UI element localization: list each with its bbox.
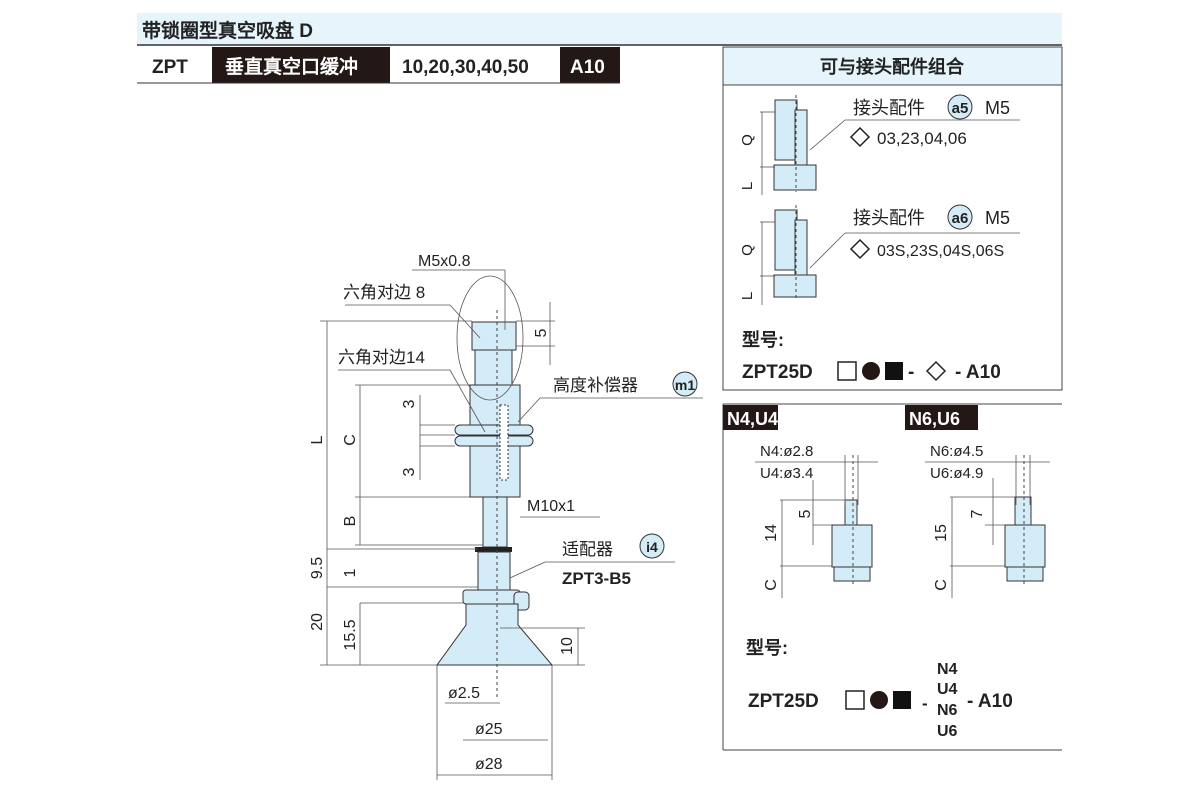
option-u6: U6 (937, 723, 958, 740)
stroke-options: 10,20,30,40,50 (402, 57, 529, 78)
dim-3-upper: 3 (401, 399, 418, 408)
fittings-panel: 可与接头配件组合 Q L 接头配件 a5 M5 03,23,04,06 Q L (722, 46, 1063, 391)
u6-diameter: U6:ø4.9 (930, 465, 983, 482)
tag-n4-u4: N4,U4 (727, 409, 778, 429)
dim-L: L (309, 435, 326, 444)
filled-square-icon (885, 362, 903, 380)
i4-badge: i4 (646, 539, 658, 555)
barb-panel: N4,U4 N6,U6 N4:ø2.8 U4:ø3.4 14 5 C (722, 403, 1062, 751)
main-cup-drawing: M5x0.8 六角对边 8 六角对边14 高度补偿器 m1 M10x1 适配器 … (309, 253, 703, 780)
dim-phi-2-5: ø2.5 (448, 685, 480, 702)
tag-n6-u6: N6,U6 (909, 409, 960, 429)
dim-C: C (933, 579, 950, 591)
adapter-model: ZPT3-B5 (562, 569, 631, 588)
barb-right-drawing: N6:ø4.5 U6:ø4.9 15 7 C (925, 443, 1050, 598)
cup-flange (462, 589, 521, 605)
option-u4: U4 (937, 681, 958, 698)
option-code: A10 (570, 57, 605, 78)
adapter-ring (475, 547, 512, 552)
dim-5: 5 (797, 509, 814, 518)
adapter-body (477, 551, 511, 591)
dim-5: 5 (533, 328, 550, 337)
dim-C: C (342, 434, 359, 446)
diamond-icon (849, 238, 871, 260)
n6-diameter: N6:ø4.5 (930, 443, 983, 460)
filled-square-icon (893, 691, 911, 709)
lock-nut-2 (454, 435, 534, 447)
fitting-item-a5: Q L 接头配件 a5 M5 03,23,04,06 (739, 94, 1020, 195)
dim-3-lower: 3 (401, 467, 418, 476)
page-header: 带锁圈型真空吸盘 D (137, 13, 1062, 46)
fitting-item-a6: Q L 接头配件 a6 M5 03S,23S,04S,06S (739, 204, 1020, 305)
a5-badge: a5 (952, 100, 969, 117)
model-label: 型号: (742, 329, 784, 350)
height-compensator-label: 高度补偿器 (553, 376, 638, 395)
fitting-thread: M5 (985, 208, 1010, 228)
dim-phi-28: ø28 (475, 756, 503, 773)
thread-body-label: M10x1 (527, 498, 575, 515)
hex14-label: 六角对边14 (338, 348, 425, 367)
spring (499, 404, 509, 481)
lock-nut-1 (454, 424, 534, 436)
dim-L: L (739, 182, 756, 190)
dim-10: 10 (559, 637, 576, 655)
dim-B: B (342, 516, 359, 527)
model-suffix: - A10 (955, 362, 1001, 383)
square-outline-icon (845, 690, 865, 710)
barb-left-drawing: N4:ø2.8 U4:ø3.4 14 5 C (755, 443, 878, 598)
dim-L: L (739, 292, 756, 300)
page-title: 带锁圈型真空吸盘 D (142, 19, 313, 42)
m1-badge: m1 (675, 377, 695, 393)
model-prefix: ZPT25D (742, 362, 813, 383)
fitting-label: 接头配件 (853, 98, 925, 118)
u4-diameter: U4:ø3.4 (760, 465, 813, 482)
dim-phi-25: ø25 (475, 721, 503, 738)
fitting-options: 03S,23S,04S,06S (877, 243, 1004, 260)
lower-shaft (482, 496, 508, 548)
spec-row: ZPT 垂直真空口缓冲 10,20,30,40,50 A10 (137, 47, 620, 84)
suction-pad (436, 603, 554, 666)
top-hex-nut (471, 321, 517, 351)
fitting-options: 03,23,04,06 (877, 129, 967, 148)
model-suffix: - A10 (967, 691, 1013, 712)
diamond-icon (925, 360, 947, 382)
model-code: ZPT25D - N4 U4 N6 U6 - A10 (748, 661, 1013, 740)
n4-diameter: N4:ø2.8 (760, 443, 813, 460)
hex8-label: 六角对边 8 (343, 283, 425, 302)
dim-C: C (763, 579, 780, 591)
dim-15-5: 15.5 (342, 619, 359, 650)
model-separator: - (908, 362, 914, 383)
detail-circle (456, 275, 524, 401)
dim-Q: Q (739, 134, 756, 146)
model-code: ZPT25D - - A10 (742, 360, 1001, 383)
dim-7: 7 (969, 509, 986, 518)
filled-circle-icon (870, 691, 888, 709)
fittings-panel-title: 可与接头配件组合 (820, 56, 965, 77)
dim-9-5: 9.5 (309, 557, 326, 579)
diamond-icon (849, 126, 871, 148)
dim-Q: Q (739, 244, 756, 256)
dim-20: 20 (309, 613, 326, 631)
a6-badge: a6 (952, 210, 969, 227)
square-outline-icon (837, 361, 857, 381)
model-separator: - (922, 694, 928, 713)
model-prefix: ZPT25D (748, 691, 819, 712)
dim-15: 15 (933, 524, 950, 542)
filled-circle-icon (862, 362, 880, 380)
spec-description: 垂直真空口缓冲 (225, 55, 358, 78)
option-n4: N4 (937, 661, 958, 678)
thread-top-label: M5x0.8 (418, 253, 471, 270)
dim-14: 14 (763, 524, 780, 542)
option-n6: N6 (937, 702, 958, 719)
dim-1: 1 (342, 568, 359, 577)
fitting-thread: M5 (985, 98, 1010, 118)
model-label: 型号: (746, 637, 788, 658)
fitting-label: 接头配件 (853, 208, 925, 228)
adapter-label: 适配器 (562, 540, 613, 559)
upper-neck (474, 349, 513, 386)
series-code: ZPT (152, 57, 188, 78)
